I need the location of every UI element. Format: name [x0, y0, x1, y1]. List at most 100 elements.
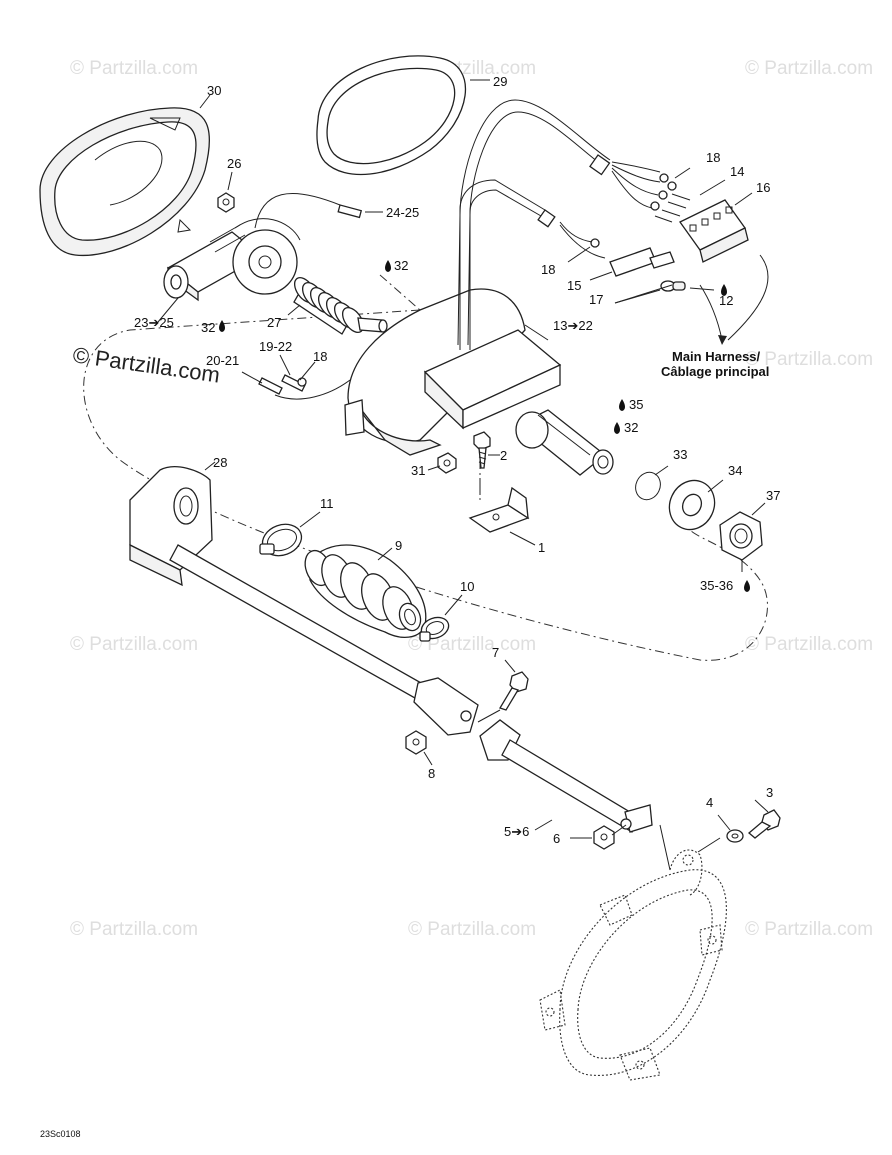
watermark-text: © Partzilla.com	[70, 634, 198, 655]
leader-11	[299, 511, 321, 528]
leader-18c	[299, 361, 316, 381]
callout-9: 9	[395, 538, 402, 553]
part-28-shaft	[129, 466, 479, 736]
watermark-text: © Partzilla.com	[70, 58, 198, 79]
leader-7	[504, 659, 516, 673]
part-31-nut	[437, 452, 457, 474]
callout-30: 30	[207, 83, 221, 98]
callout-20-21: 20-21	[206, 353, 239, 368]
part-1-bracket	[468, 486, 530, 533]
bolt-7-dash	[477, 709, 501, 723]
callout-16: 16	[756, 180, 770, 195]
callout-35-36: 35-36	[700, 578, 733, 593]
watermark-text: © Partzilla.com	[70, 919, 198, 940]
cable-sleeve	[589, 154, 611, 176]
drop-icon	[385, 260, 391, 272]
callout-37: 37	[766, 488, 780, 503]
leader-37	[751, 502, 766, 516]
callout-12: 12	[719, 293, 733, 308]
part-17-seal	[660, 280, 686, 292]
part-14-pins	[654, 193, 691, 223]
callout-2: 2	[500, 448, 507, 463]
watermark-text: © Partzilla.com	[408, 634, 536, 655]
cable-sleeve	[537, 209, 556, 228]
part-8-nut	[405, 730, 427, 755]
drop-icon	[619, 399, 625, 411]
callout-6: 6	[553, 831, 560, 846]
watermark-text: © Partzilla.com	[745, 58, 873, 79]
part-4-washer	[726, 829, 744, 843]
part-27-worm-spring	[293, 276, 388, 335]
steering-ring-bracket	[539, 849, 727, 1081]
part-18-terminals	[590, 173, 677, 248]
callout-8: 8	[428, 766, 435, 781]
callout-labels: 30 29 26 24-25 18 14 16 18 15 17 12 32 2…	[134, 74, 780, 846]
callout-18b: 18	[541, 262, 555, 277]
harness-cable-upper-2	[467, 111, 607, 346]
watermark-layer: © Partzilla.com © Partzilla.com © Partzi…	[70, 58, 873, 940]
leader-18b	[567, 246, 591, 263]
callout-10: 10	[460, 579, 474, 594]
harness-cable-upper	[457, 99, 611, 346]
part-23-motor	[163, 218, 301, 302]
part-13-22-actuator-housing	[344, 288, 614, 476]
callout-11: 11	[320, 496, 334, 511]
harness-arrow-right	[727, 254, 769, 341]
callout-23-25: 23➔25	[134, 315, 174, 330]
harness-cable-lower	[459, 179, 546, 350]
callout-32b: 32	[201, 320, 215, 335]
callout-17: 17	[589, 292, 603, 307]
diagram-code: 23Sc0108	[40, 1129, 81, 1139]
leader-31	[427, 465, 441, 471]
callout-18a: 18	[706, 150, 720, 165]
leader-5	[534, 819, 553, 831]
leader-34	[707, 479, 724, 493]
part-26-nut	[217, 192, 235, 213]
harness-link-dashdot	[379, 274, 421, 311]
leader-13-22	[524, 324, 549, 341]
callout-4: 4	[706, 795, 713, 810]
callout-24-25: 24-25	[386, 205, 419, 220]
callout-28: 28	[213, 455, 227, 470]
part-16-connector	[679, 199, 749, 263]
part-33-o-ring	[635, 471, 661, 501]
callout-32c: 32	[624, 420, 638, 435]
drop-icon	[744, 580, 750, 592]
sensor-wire	[274, 379, 351, 400]
part-34-washer	[668, 479, 716, 531]
part-5-6-rod	[479, 719, 653, 833]
leader-8	[423, 751, 433, 766]
bolt-3-dash	[697, 837, 721, 853]
callout-35: 35	[629, 397, 643, 412]
part-10-clamp	[419, 616, 450, 642]
part-6-nut	[593, 825, 615, 850]
watermark-text: © Partzilla.com	[745, 634, 873, 655]
part-20-21-pin	[258, 377, 283, 395]
leader-14	[699, 179, 726, 196]
callout-29: 29	[493, 74, 507, 89]
drop-icon	[614, 422, 620, 434]
part-15-plug	[609, 247, 675, 277]
nut-6-dash	[611, 824, 627, 836]
leader-15	[589, 271, 613, 281]
harness-wire-fan	[559, 161, 661, 259]
callout-13-22: 13➔22	[553, 318, 593, 333]
callout-7: 7	[492, 645, 499, 660]
leader-9	[377, 547, 393, 561]
leader-17b	[614, 284, 673, 304]
leader-26	[227, 171, 233, 191]
leader-33	[654, 465, 669, 476]
callout-14: 14	[730, 164, 744, 179]
leader-3	[754, 799, 769, 813]
watermark-text: © Partzilla.com	[745, 349, 873, 370]
leader-4	[717, 814, 731, 831]
callout-33: 33	[673, 447, 687, 462]
leader-20-21	[241, 371, 263, 384]
motor-wire	[254, 192, 351, 229]
callout-18c: 18	[313, 349, 327, 364]
harness-arrow-left	[699, 284, 723, 341]
leader-23	[157, 297, 179, 323]
watermark-text: © Partzilla.com	[408, 919, 536, 940]
